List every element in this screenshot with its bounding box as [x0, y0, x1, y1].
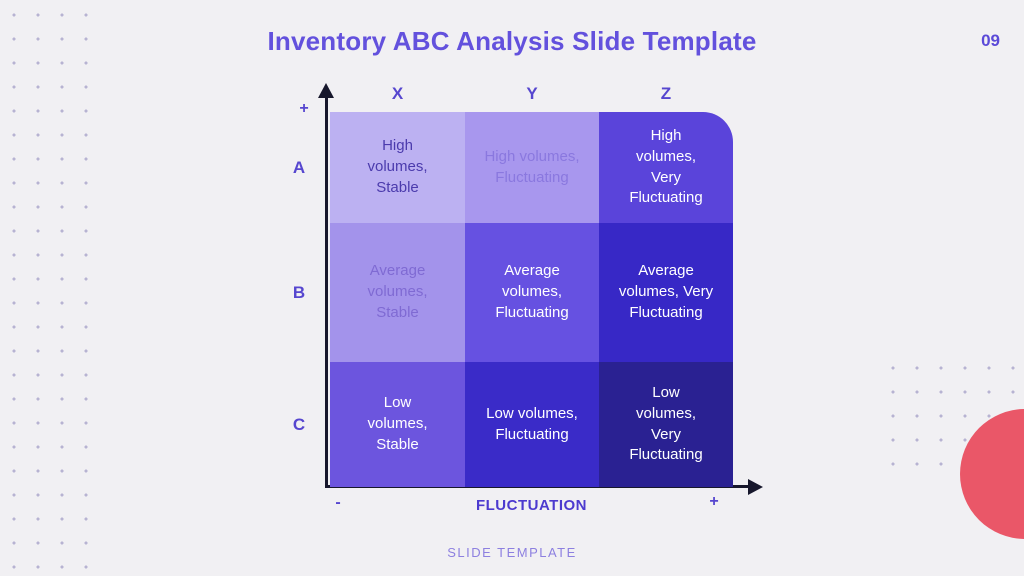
column-header-x: X [391, 84, 404, 103]
matrix-cell-c-y: Low volumes, Fluctuating [465, 362, 599, 487]
matrix-cell-c-x: Low volumes, Stable [330, 362, 465, 487]
footer-label: SLIDE TEMPLATE [447, 545, 577, 560]
abc-matrix-grid: High volumes, Stable High volumes, Fluct… [330, 112, 733, 487]
matrix-cell-a-x: High volumes, Stable [330, 112, 465, 223]
matrix-cell-b-y: Average volumes, Fluctuating [465, 223, 599, 362]
volume-axis-line [325, 97, 328, 488]
matrix-column-headers: X Y Z [330, 84, 733, 104]
dot-pattern-left [2, 3, 98, 575]
row-label-b: B [292, 282, 306, 302]
page-number: 09 [981, 31, 1000, 50]
matrix-cell-a-y: High volumes, Fluctuating [465, 112, 599, 223]
matrix-cell-a-z: High volumes, Very Fluctuating [599, 112, 733, 223]
matrix-cell-b-z: Average volumes, Very Fluctuating [599, 223, 733, 362]
column-header-y: Y [526, 84, 538, 103]
fluctuation-axis-minus-sign: - [335, 494, 341, 511]
matrix-cell-c-z: Low volumes, Very Fluctuating [599, 362, 733, 487]
fluctuation-axis-title: FLUCTUATION [475, 497, 588, 514]
fluctuation-axis-plus-sign: + [709, 493, 719, 510]
row-label-a: A [292, 157, 306, 177]
row-label-c: C [292, 414, 306, 434]
matrix-cell-b-x: Average volumes, Stable [330, 223, 465, 362]
fluctuation-axis-arrow-icon [748, 479, 763, 495]
column-header-z: Z [660, 84, 672, 103]
page-title: Inventory ABC Analysis Slide Template [267, 26, 757, 56]
volume-axis-plus-sign: + [299, 100, 309, 117]
volume-axis-arrow-icon [318, 83, 334, 98]
matrix-row-labels: A B C [283, 112, 315, 487]
